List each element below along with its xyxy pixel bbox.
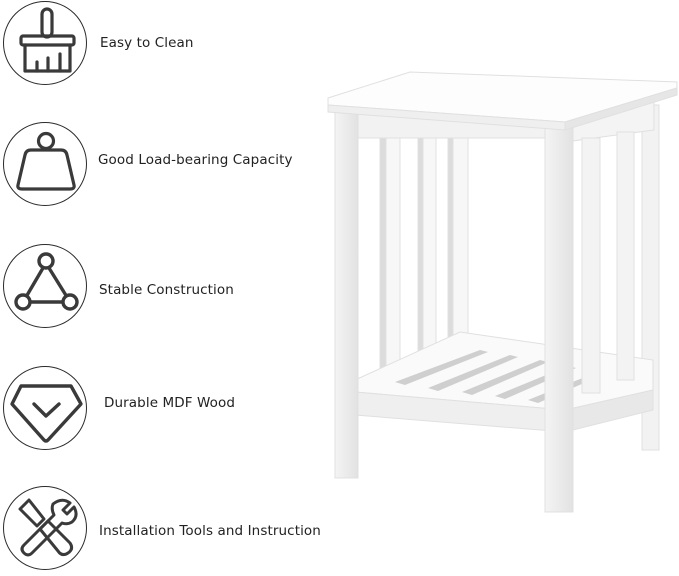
weight-icon bbox=[3, 122, 87, 206]
feature-label: Durable MDF Wood bbox=[104, 395, 236, 411]
tools-icon bbox=[3, 486, 87, 570]
feature-label: Installation Tools and Instruction bbox=[99, 523, 321, 539]
feature-stable-construction: Stable Construction bbox=[0, 242, 340, 332]
feature-label: Stable Construction bbox=[99, 282, 234, 298]
feature-installation-tools: Installation Tools and Instruction bbox=[0, 486, 340, 576]
feature-load-bearing: Good Load-bearing Capacity bbox=[0, 120, 340, 210]
triangle-nodes-icon bbox=[3, 244, 87, 328]
feature-durable-mdf: Durable MDF Wood bbox=[0, 364, 340, 454]
end-table-illustration bbox=[327, 71, 678, 513]
brush-icon bbox=[3, 1, 87, 85]
feature-easy-to-clean: Easy to Clean bbox=[0, 0, 340, 90]
feature-label: Good Load-bearing Capacity bbox=[98, 152, 293, 168]
product-image-end-table bbox=[320, 60, 679, 520]
feature-label: Easy to Clean bbox=[100, 35, 194, 51]
diamond-check-icon bbox=[3, 366, 87, 450]
